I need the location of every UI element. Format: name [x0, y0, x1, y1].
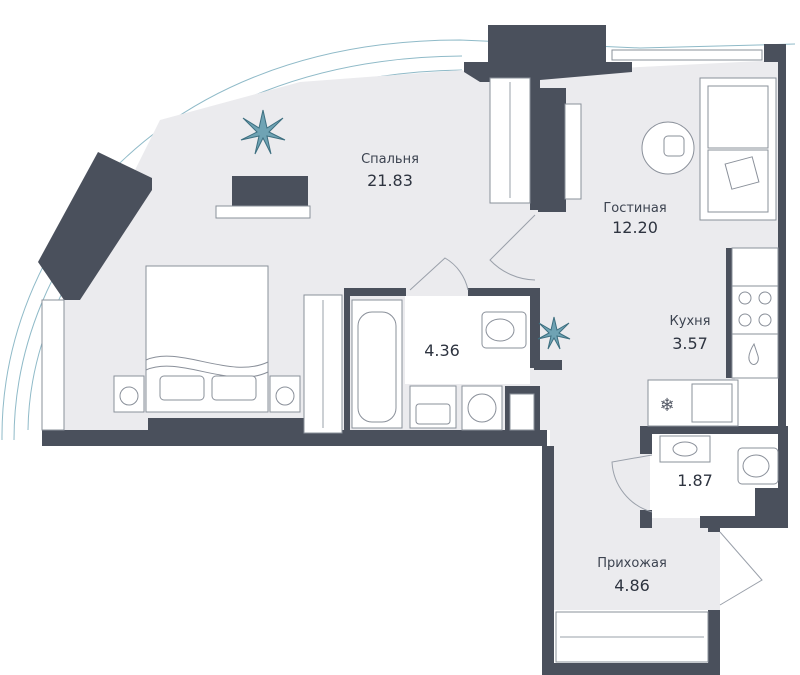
bathroom-fixtures	[409, 311, 535, 431]
windows	[41, 49, 763, 431]
wardrobe-bedroom	[303, 77, 582, 434]
room-label-bedroom: Спальня 21.83	[361, 152, 419, 190]
sofa	[699, 77, 777, 221]
room-name: Спальня	[361, 152, 419, 167]
room-name: Гостиная	[603, 201, 666, 216]
kitchen-counter: ❄	[647, 247, 779, 427]
walls	[38, 25, 788, 675]
doors	[409, 214, 763, 606]
wardrobe-hallway	[555, 611, 709, 663]
bed	[113, 265, 301, 413]
room-area: 21.83	[367, 171, 413, 190]
room-name: Прихожая	[597, 556, 667, 571]
room-label-bathroom: 4.36	[424, 341, 460, 360]
snowflake-icon: ❄	[659, 395, 674, 416]
room-name: Кухня	[670, 314, 711, 329]
room-area: 4.36	[424, 341, 460, 360]
wc-fixtures	[659, 435, 779, 485]
plant-icon	[240, 109, 286, 155]
room-label-wc: 1.87	[677, 471, 713, 490]
room-label-living: Гостиная 12.20	[603, 201, 666, 237]
room-area: 12.20	[612, 218, 658, 237]
room-area: 3.57	[672, 334, 708, 353]
tv-console	[215, 176, 311, 219]
room-area: 1.87	[677, 471, 713, 490]
room-area: 4.86	[614, 576, 650, 595]
room-label-kitchen: Кухня 3.57	[670, 314, 711, 353]
coffee-table	[641, 121, 695, 175]
room-label-hallway: Прихожая 4.86	[597, 556, 667, 595]
plant-icon	[537, 316, 571, 350]
bathtub	[351, 299, 403, 429]
